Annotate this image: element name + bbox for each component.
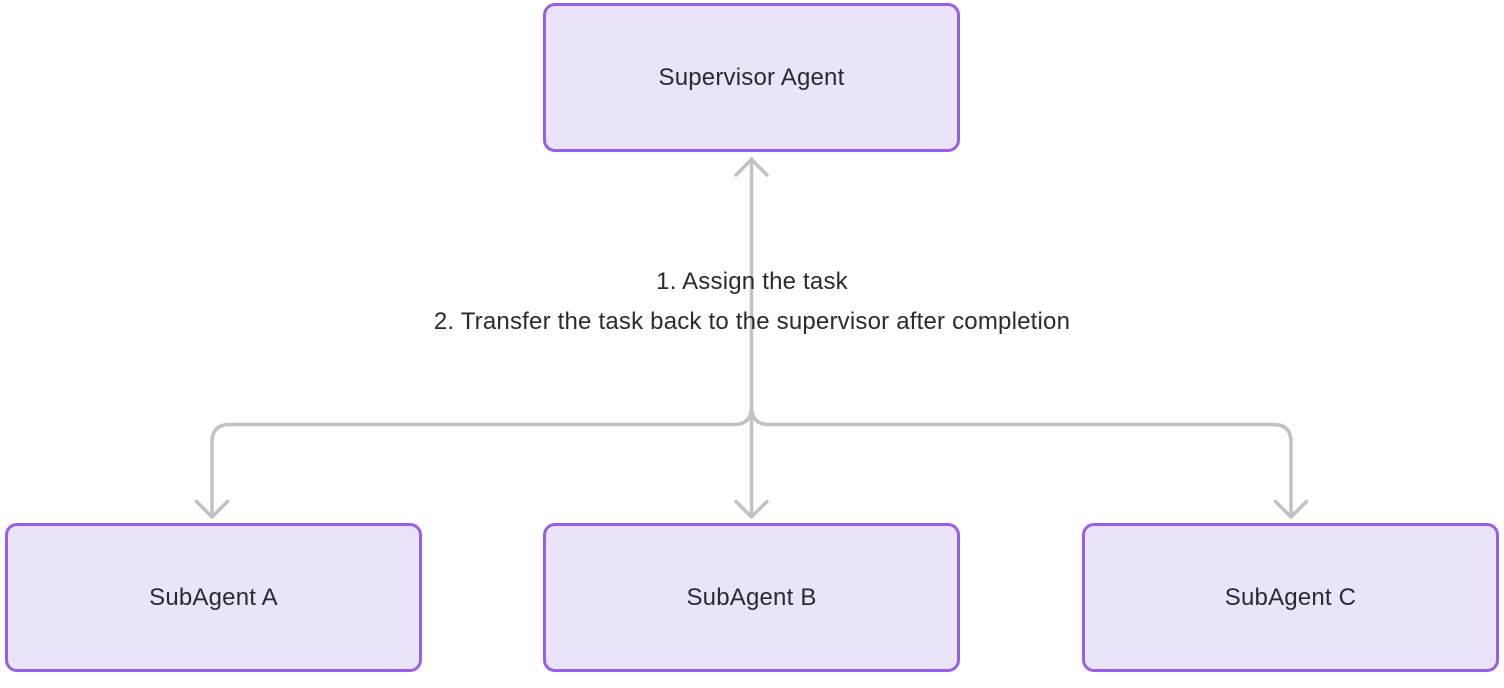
node-subagent-b-label: SubAgent B xyxy=(686,583,817,611)
edge-line-supervisor-subagent-c xyxy=(749,405,1293,519)
node-subagent-c: SubAgent C xyxy=(1082,523,1499,672)
arrowhead-down-b-icon xyxy=(734,499,769,519)
edge-line-supervisor-subagent-a xyxy=(210,405,754,519)
arrowhead-down-c-icon xyxy=(1273,499,1309,519)
arrowhead-down-a-icon xyxy=(194,499,230,519)
node-subagent-a-label: SubAgent A xyxy=(149,583,278,611)
node-subagent-a: SubAgent A xyxy=(5,523,422,672)
node-subagent-b: SubAgent B xyxy=(543,523,960,672)
arrowhead-up-icon xyxy=(734,157,769,177)
node-supervisor-agent: Supervisor Agent xyxy=(543,3,960,152)
node-supervisor-agent-label: Supervisor Agent xyxy=(658,63,845,91)
node-subagent-c-label: SubAgent C xyxy=(1224,583,1357,611)
